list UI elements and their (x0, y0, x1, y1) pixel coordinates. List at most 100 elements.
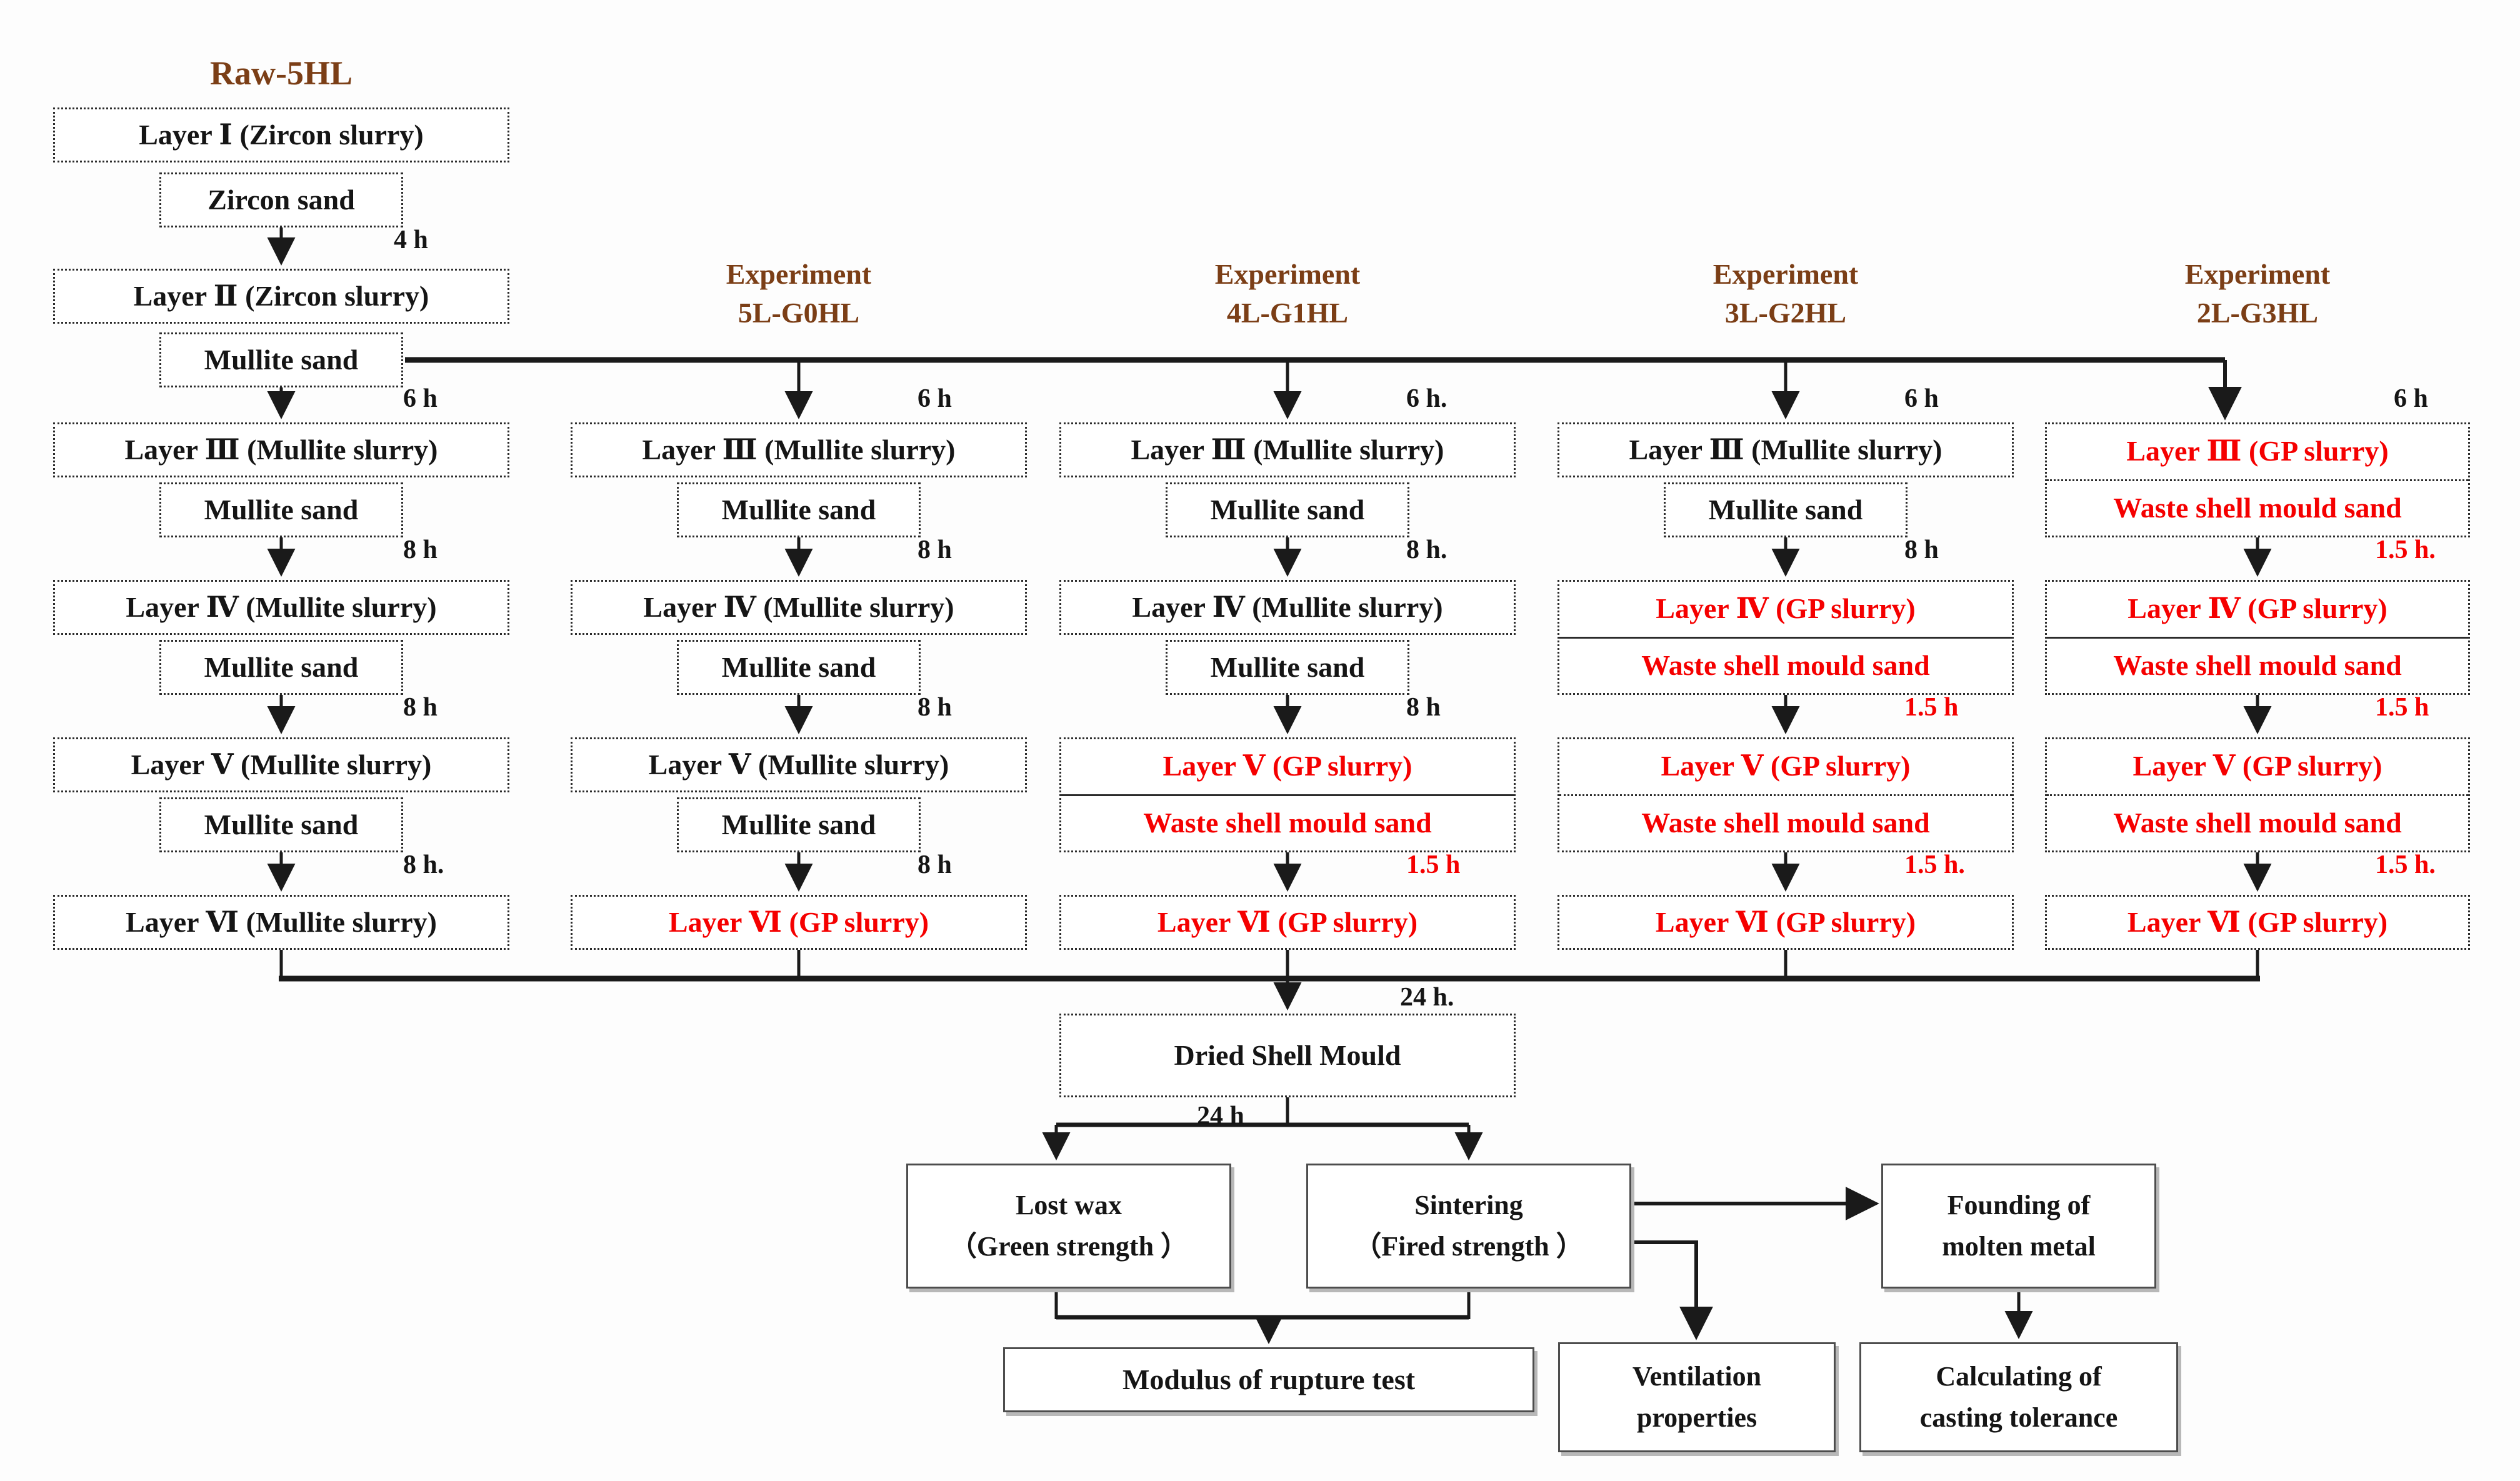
raw-mullite-sand4-box: Mullite sand (159, 640, 403, 695)
exp2-time-start: 6 h. (1406, 384, 1448, 413)
time-label-6h-raw: 6 h (403, 384, 438, 413)
ventilation-line1: Ventilation (1632, 1361, 1762, 1392)
founding-molten-metal-box: Founding of molten metal (1881, 1164, 2156, 1289)
time-label-8h-raw3: 8 h. (403, 850, 444, 879)
exp3-header-line2: 3L-G2HL (1724, 297, 1847, 329)
exp2-layer5-cell: Layer Ⅴ (GP slurry) (1162, 750, 1412, 782)
exp2-layer6-box: Layer Ⅵ (GP slurry) (1059, 895, 1516, 950)
exp3-time-start: 6 h (1904, 384, 1939, 413)
exp4-time4: 1.5 h (2375, 693, 2429, 722)
sintering-box: Sintering （Fired strength ） (1306, 1164, 1631, 1289)
exp4-waste5-cell: Waste shell mould sand (2113, 806, 2402, 839)
exp3-waste5-cell: Waste shell mould sand (1641, 806, 1930, 839)
modulus-of-rupture-box: Modulus of rupture test (1003, 1347, 1534, 1412)
exp1-time5: 8 h (918, 850, 952, 879)
exp2-layer3-box: Layer Ⅲ (Mullite slurry) (1059, 422, 1516, 477)
exp4-waste3-cell: Waste shell mould sand (2113, 491, 2402, 524)
raw-layer3-box: Layer Ⅲ (Mullite slurry) (53, 422, 509, 477)
raw-layer1-box: Layer Ⅰ (Zircon slurry) (53, 107, 509, 162)
time-label-8h-raw1: 8 h (403, 536, 438, 564)
exp1-layer3-box: Layer Ⅲ (Mullite slurry) (571, 422, 1027, 477)
exp3-sand3-box: Mullite sand (1664, 482, 1908, 537)
exp1-layer5-box: Layer Ⅴ (Mullite slurry) (571, 737, 1027, 792)
raw-mullite-sand3-box: Mullite sand (159, 482, 403, 537)
exp2-layer5-combo-box: Layer Ⅴ (GP slurry) Waste shell mould sa… (1059, 737, 1516, 852)
lost-wax-line1: Lost wax (1016, 1190, 1122, 1220)
lost-wax-line2: （Green strength ） (949, 1231, 1189, 1262)
exp3-layer5-cell: Layer Ⅴ (GP slurry) (1661, 750, 1911, 782)
exp1-time3: 8 h (918, 536, 952, 564)
exp2-header-line2: 4L-G1HL (1226, 297, 1349, 329)
exp1-time4: 8 h (918, 693, 952, 722)
time-label-24h-split: 24 h (1197, 1102, 1244, 1130)
exp3-layer4-combo-box: Layer Ⅳ (GP slurry) Waste shell mould sa… (1558, 580, 2014, 695)
exp2-time5: 1.5 h (1406, 850, 1461, 879)
ventilation-properties-box: Ventilation properties (1558, 1342, 1836, 1452)
combo-divider (1061, 794, 1514, 796)
exp4-layer5-combo-box: Layer Ⅴ (GP slurry) Waste shell mould sa… (2045, 737, 2470, 852)
time-label-4h: 4 h (394, 226, 428, 254)
combo-divider (2047, 794, 2468, 796)
exp1-sand5-box: Mullite sand (677, 797, 921, 852)
time-label-8h-raw2: 8 h (403, 693, 438, 722)
calculating-tolerance-box: Calculating of casting tolerance (1859, 1342, 2178, 1452)
exp2-layer4-box: Layer Ⅳ (Mullite slurry) (1059, 580, 1516, 635)
exp4-waste4-cell: Waste shell mould sand (2113, 649, 2402, 681)
raw-layer2-box: Layer Ⅱ (Zircon slurry) (53, 269, 509, 324)
raw-mullite-sand2-box: Mullite sand (159, 332, 403, 387)
sintering-line2: （Fired strength ） (1354, 1231, 1584, 1262)
exp4-time5: 1.5 h. (2375, 850, 2436, 879)
exp4-layer3-cell: Layer Ⅲ (GP slurry) (2126, 435, 2389, 467)
exp3-layer3-box: Layer Ⅲ (Mullite slurry) (1558, 422, 2014, 477)
exp4-layer4-combo-box: Layer Ⅳ (GP slurry) Waste shell mould sa… (2045, 580, 2470, 695)
exp4-time-start: 6 h (2394, 384, 2428, 413)
combo-divider (2047, 636, 2468, 639)
exp2-header-line1: Experiment (1214, 258, 1361, 290)
exp4-header-line1: Experiment (2184, 258, 2331, 290)
exp1-sand3-box: Mullite sand (677, 482, 921, 537)
exp3-time5: 1.5 h. (1904, 850, 1965, 879)
founding-line1: Founding of (1947, 1190, 2091, 1220)
exp1-header-line2: 5L-G0HL (738, 297, 860, 329)
dried-shell-mould-box: Dried Shell Mould (1059, 1014, 1516, 1097)
exp2-sand3-box: Mullite sand (1166, 482, 1409, 537)
exp4-layer6-box: Layer Ⅵ (GP slurry) (2045, 895, 2470, 950)
calculating-line2: casting tolerance (1919, 1402, 2118, 1433)
lost-wax-box: Lost wax （Green strength ） (906, 1164, 1231, 1289)
exp3-time3: 8 h (1904, 536, 1939, 564)
combo-divider (2047, 479, 2468, 481)
exp3-header-line1: Experiment (1712, 258, 1859, 290)
exp2-waste5-cell: Waste shell mould sand (1143, 806, 1432, 839)
exp1-header-line1: Experiment (726, 258, 872, 290)
exp3-layer4-cell: Layer Ⅳ (GP slurry) (1656, 592, 1916, 625)
exp2-sand4-box: Mullite sand (1166, 640, 1409, 695)
combo-divider (1559, 794, 2012, 796)
exp4-layer5-cell: Layer Ⅴ (GP slurry) (2132, 750, 2382, 782)
exp3-time4: 1.5 h (1904, 693, 1959, 722)
raw-layer5-box: Layer Ⅴ (Mullite slurry) (53, 737, 509, 792)
exp2-time3: 8 h. (1406, 536, 1448, 564)
calculating-line1: Calculating of (1936, 1361, 2102, 1392)
exp4-layer3-combo-box: Layer Ⅲ (GP slurry) Waste shell mould sa… (2045, 422, 2470, 537)
combo-divider (1559, 636, 2012, 639)
raw-mullite-sand5-box: Mullite sand (159, 797, 403, 852)
time-label-24h-dry: 24 h. (1400, 983, 1454, 1012)
exp1-layer6-box: Layer Ⅵ (GP slurry) (571, 895, 1027, 950)
exp4-time3: 1.5 h. (2375, 536, 2436, 564)
exp4-header-line2: 2L-G3HL (2196, 297, 2319, 329)
sintering-line1: Sintering (1414, 1190, 1523, 1220)
exp1-time-start: 6 h (918, 384, 952, 413)
exp2-time4: 8 h (1406, 693, 1441, 722)
raw-zircon-sand-box: Zircon sand (159, 172, 403, 227)
ventilation-line2: properties (1636, 1402, 1758, 1433)
raw-layer6-box: Layer Ⅵ (Mullite slurry) (53, 895, 509, 950)
exp3-layer5-combo-box: Layer Ⅴ (GP slurry) Waste shell mould sa… (1558, 737, 2014, 852)
exp3-waste4-cell: Waste shell mould sand (1641, 649, 1930, 681)
raw-column-title: Raw-5HL (210, 54, 352, 92)
raw-layer4-box: Layer Ⅳ (Mullite slurry) (53, 580, 509, 635)
exp4-layer4-cell: Layer Ⅳ (GP slurry) (2128, 592, 2388, 625)
exp1-layer4-box: Layer Ⅳ (Mullite slurry) (571, 580, 1027, 635)
founding-line2: molten metal (1942, 1231, 2096, 1262)
